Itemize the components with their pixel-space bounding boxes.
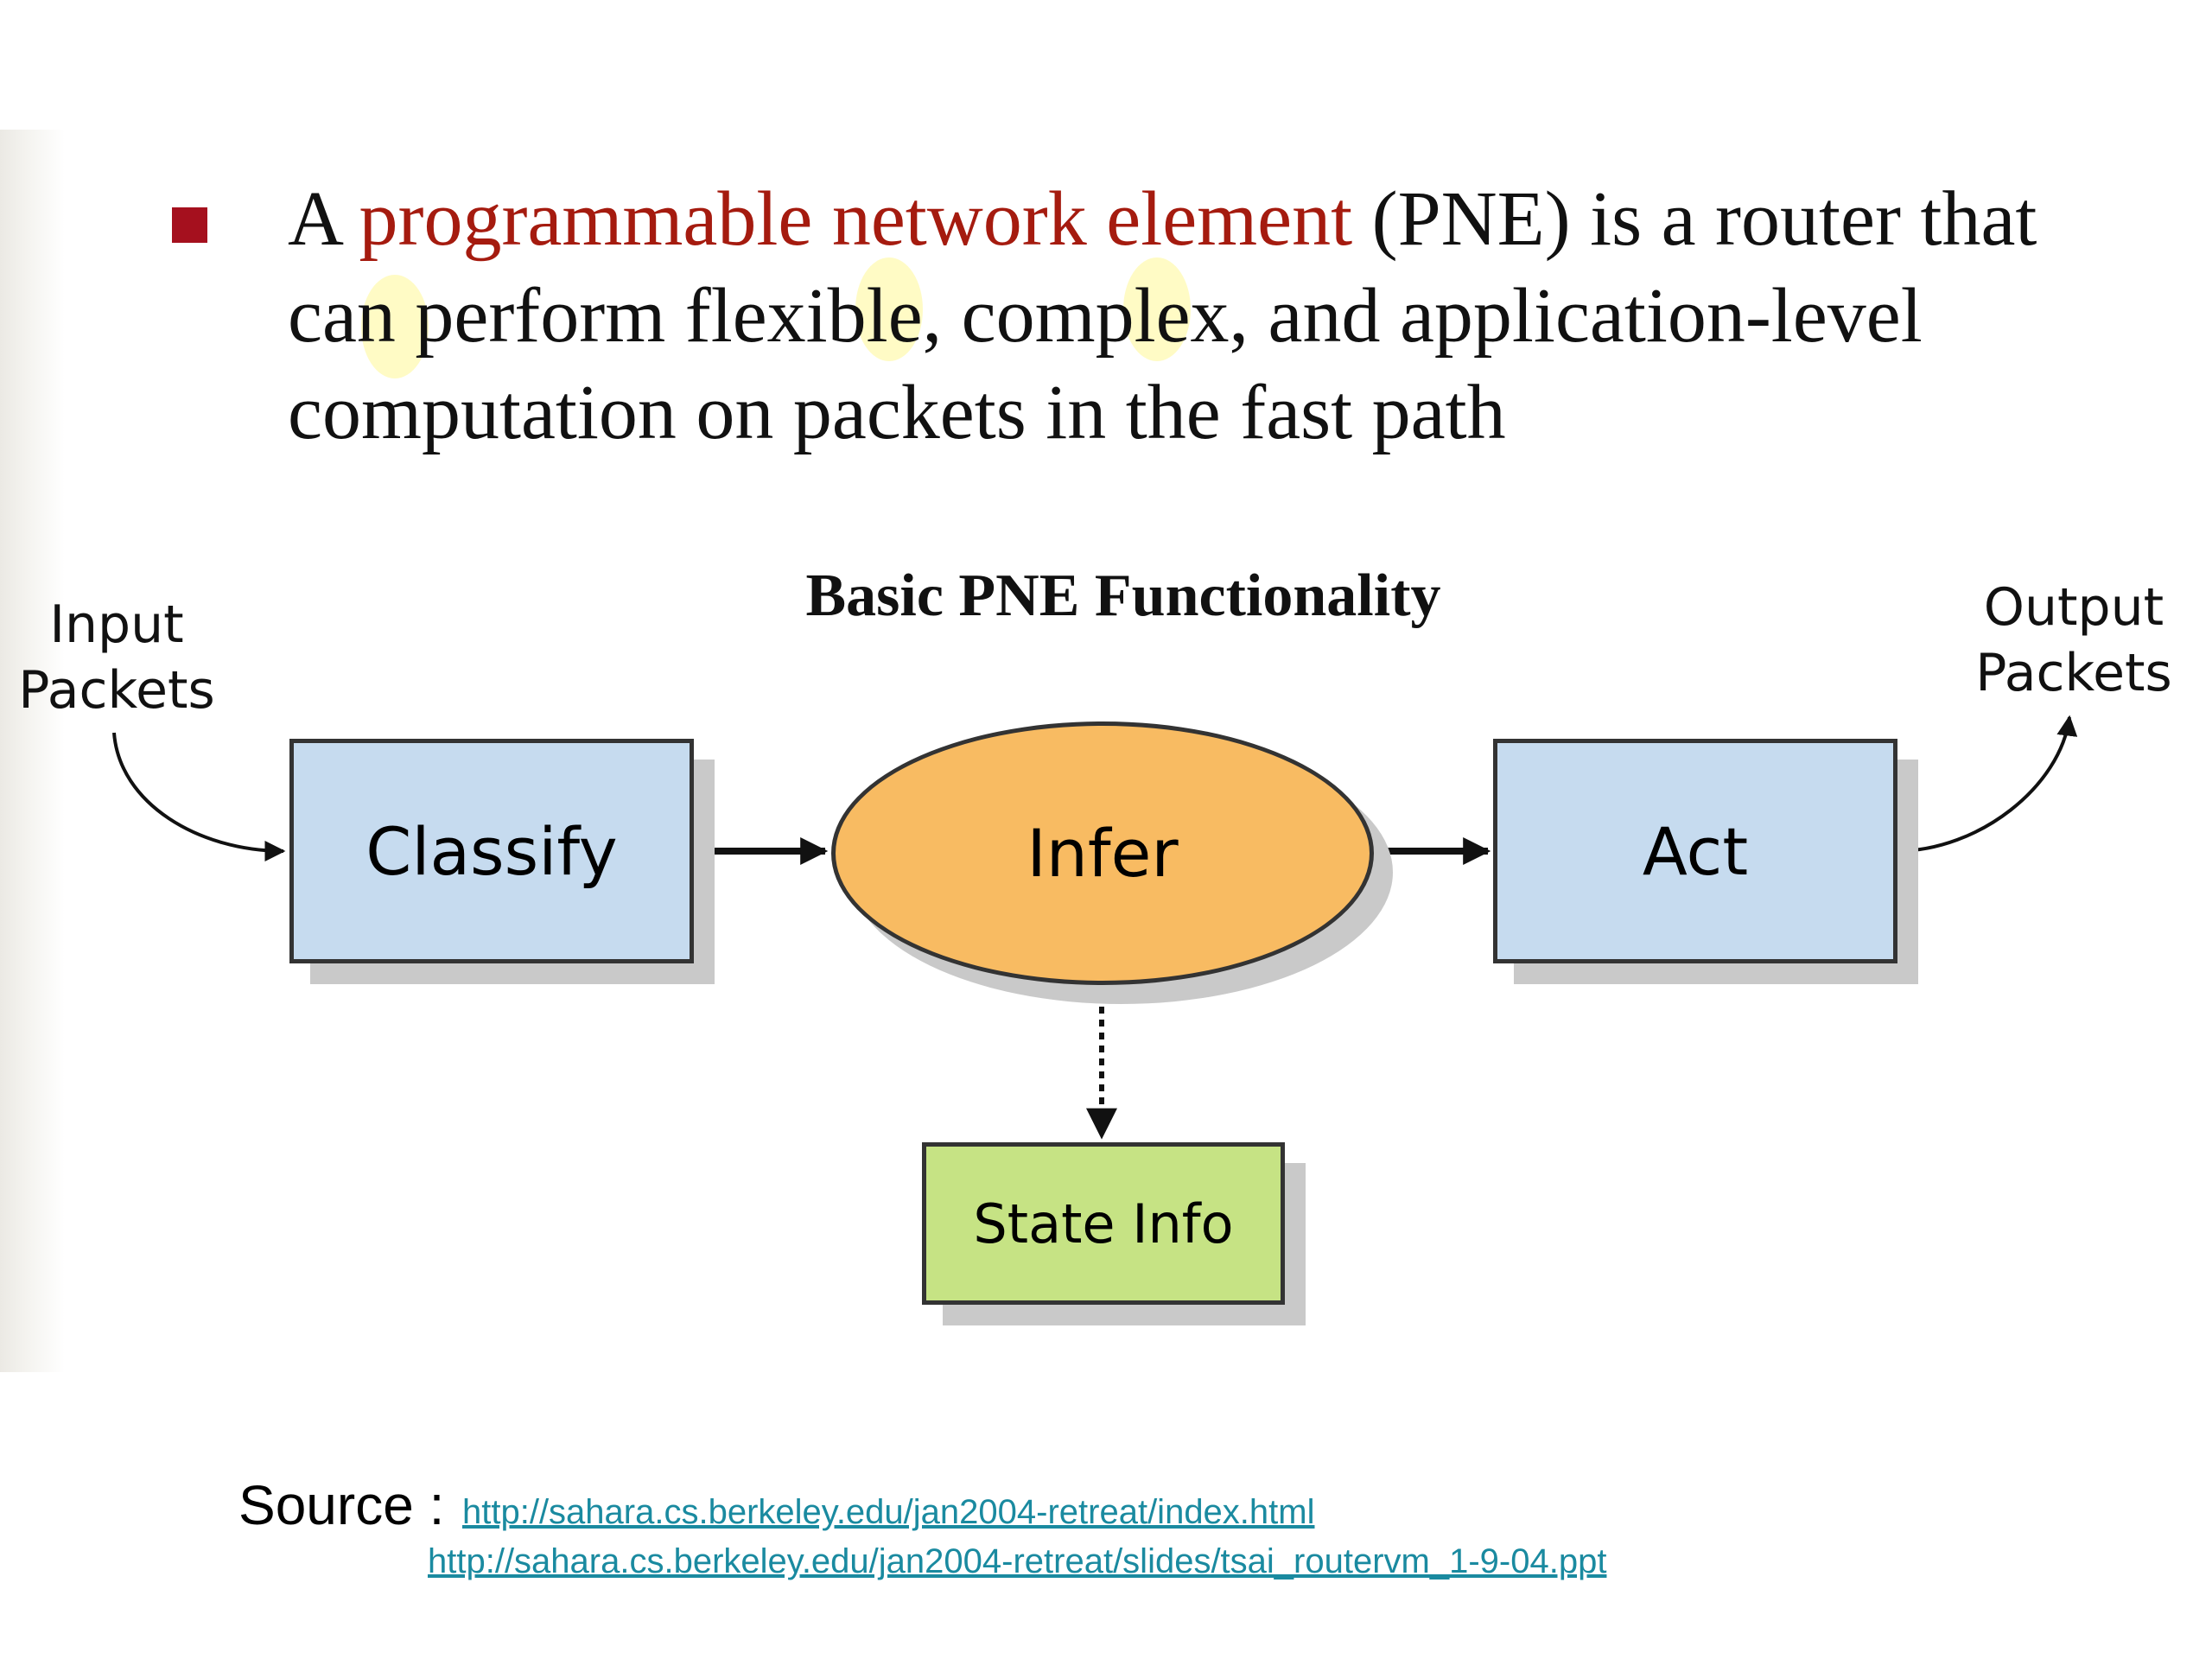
source-link-slides[interactable]: http://sahara.cs.berkeley.edu/jan2004-re… xyxy=(428,1542,1607,1580)
source-label: Source : xyxy=(238,1474,445,1536)
bullet-icon xyxy=(172,207,207,243)
classify-box: Classify xyxy=(289,739,694,963)
output-label-line2: Packets xyxy=(1975,643,2172,703)
act-box: Act xyxy=(1493,739,1897,963)
bullet-line2: can perform flexible, complex, and appli… xyxy=(288,273,1923,359)
bullet-prefix: A xyxy=(288,176,359,262)
input-label-line1: Input xyxy=(49,594,184,655)
output-packets-label: Output Packets xyxy=(1936,575,2212,706)
input-arrow xyxy=(112,732,286,861)
highlight-mark xyxy=(855,257,923,361)
infer-label: Infer xyxy=(1027,815,1179,892)
highlight-mark xyxy=(1123,257,1191,361)
state-info-label: State Info xyxy=(973,1192,1234,1255)
classify-label: Classify xyxy=(365,812,618,890)
infer-oval: Infer xyxy=(831,721,1374,985)
input-packets-label: Input Packets xyxy=(0,592,255,723)
bullet-line1-rest: (PNE) is a router that xyxy=(1352,176,2037,262)
bullet-highlight-term: programmable network element xyxy=(359,176,1353,262)
act-label: Act xyxy=(1642,812,1749,890)
diagram-title: Basic PNE Functionality xyxy=(805,563,1441,629)
bullet-text: A programmable network element (PNE) is … xyxy=(288,171,2171,461)
highlight-mark xyxy=(361,275,429,378)
source-link-index[interactable]: http://sahara.cs.berkeley.edu/jan2004-re… xyxy=(462,1493,1315,1531)
bullet-line3: computation on packets in the fast path xyxy=(288,370,1506,455)
output-label-line1: Output xyxy=(1983,577,2164,638)
state-info-box: State Info xyxy=(922,1142,1285,1305)
output-arrow xyxy=(1896,715,2078,853)
input-label-line2: Packets xyxy=(18,660,215,721)
